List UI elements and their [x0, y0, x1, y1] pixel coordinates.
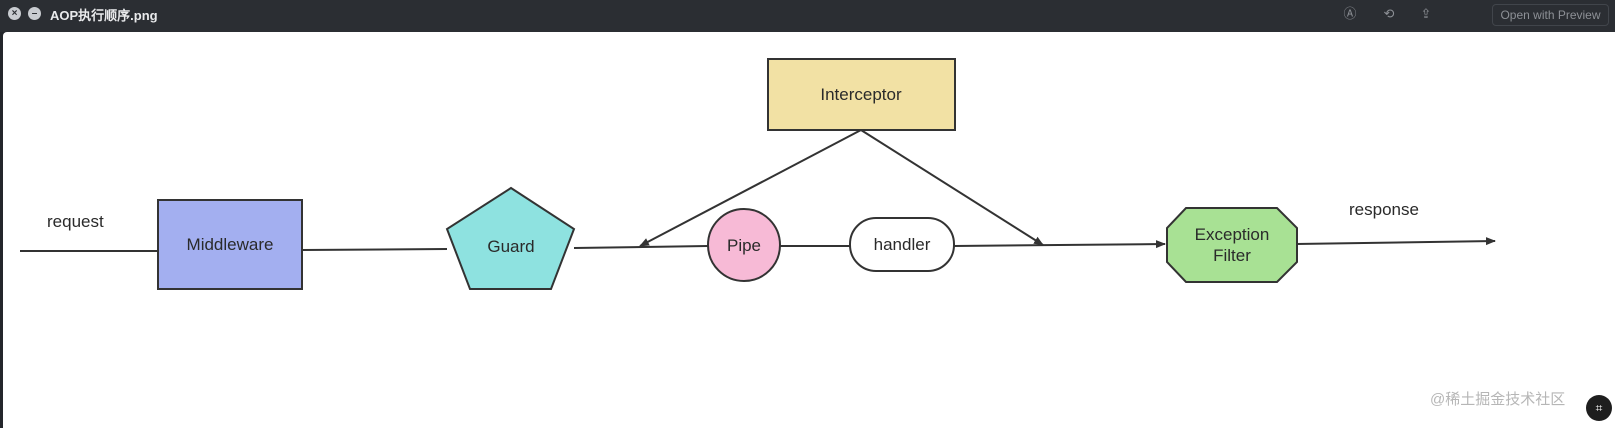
watermark: @稀土掘金技术社区 — [1430, 391, 1566, 408]
exception-filter-label-line2: Filter — [1213, 246, 1251, 265]
pipe-node: Pipe — [707, 208, 781, 282]
rotate-icon[interactable]: ⟲ — [1383, 6, 1395, 21]
response-line — [1295, 237, 1496, 246]
guard-node: Guard — [445, 186, 576, 290]
share-icon[interactable]: ⇪ — [1420, 6, 1432, 21]
exception-filter-node: Exception Filter — [1166, 207, 1298, 283]
middleware-node: Middleware — [157, 199, 303, 290]
response-label: response — [1349, 200, 1419, 219]
interceptor-before-arrow — [639, 129, 862, 247]
flow-line-guard-pipe — [573, 245, 709, 249]
image-canvas: request response Middleware Guard Interc… — [3, 32, 1615, 428]
minimize-icon[interactable]: – — [28, 7, 41, 20]
open-with-preview-button[interactable]: Open with Preview — [1492, 4, 1609, 26]
flow-line-middleware-guard — [301, 248, 448, 251]
close-icon[interactable]: × — [8, 7, 21, 20]
scan-icon[interactable]: ⌗ — [1586, 395, 1612, 421]
guard-label: Guard — [487, 237, 534, 256]
pipe-label: Pipe — [727, 236, 761, 255]
middleware-label: Middleware — [187, 235, 274, 254]
interceptor-label: Interceptor — [820, 85, 902, 104]
handler-node: handler — [849, 217, 955, 272]
request-label: request — [47, 212, 104, 231]
aop-diagram: request response Middleware Guard Interc… — [20, 58, 1496, 290]
window-title: AOP执行顺序.png — [50, 8, 158, 23]
flow-line-handler-filter — [953, 240, 1166, 249]
title-bar: × – AOP执行顺序.png Ⓐ ⟲ ⇪ Open with Preview — [0, 0, 1615, 32]
interceptor-node: Interceptor — [767, 58, 956, 131]
interceptor-after-arrow — [860, 129, 1044, 246]
handler-label: handler — [874, 235, 931, 254]
markup-icon[interactable]: Ⓐ — [1343, 6, 1357, 21]
exception-filter-label-line1: Exception — [1195, 225, 1270, 244]
